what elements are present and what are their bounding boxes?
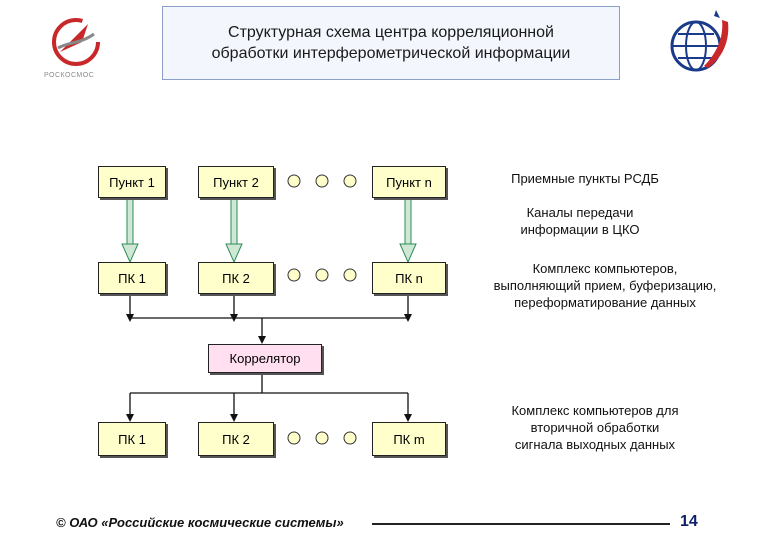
roscosmos-emblem-icon [52, 18, 100, 66]
channel-arrow-2 [225, 195, 243, 264]
correlator-box: Коррелятор [208, 344, 322, 373]
rss-globe-logo [664, 4, 744, 76]
bus-to-correlator [126, 292, 412, 344]
station-box-2: Пункт 2 [198, 166, 274, 198]
page-number: 14 [680, 513, 698, 530]
pk-secondary-box-m: ПК m [372, 422, 446, 456]
desc-channels: Каналы передачи информации в ЦКО [520, 205, 640, 237]
desc-pk-primary: Комплекс компьютеров, выполняющий прием,… [493, 261, 717, 310]
channel-arrow-1 [121, 195, 139, 264]
station-box-1: Пункт 1 [98, 166, 166, 198]
footer-copyright: © ОАО «Российские космические системы» [56, 515, 344, 530]
page-title: Структурная схема центра корреляционной … [162, 6, 620, 80]
pk-secondary-box-1: ПК 1 [98, 422, 166, 456]
pk-secondary-box-2: ПК 2 [198, 422, 274, 456]
footer-divider [372, 523, 670, 525]
desc-pk-secondary: Комплекс компьютеров для вторичной обраб… [511, 403, 679, 452]
ellipsis-pk-secondary [287, 431, 357, 445]
channel-arrows [121, 195, 417, 264]
ellipsis-stations [287, 174, 357, 188]
globe-icon [670, 10, 729, 72]
ellipsis-pk-primary [287, 268, 357, 282]
pk-primary-box-1: ПК 1 [98, 262, 166, 294]
roscosmos-logo-text: РОСКОСМОС [44, 72, 95, 79]
desc-stations: Приемные пункты РСДБ [511, 171, 659, 186]
station-box-n: Пункт n [372, 166, 446, 198]
pk-primary-box-n: ПК n [372, 262, 446, 294]
channel-arrow-n [399, 195, 417, 264]
bus-to-secondary [126, 371, 412, 422]
roscosmos-logo [44, 12, 108, 76]
pk-primary-box-2: ПК 2 [198, 262, 274, 294]
